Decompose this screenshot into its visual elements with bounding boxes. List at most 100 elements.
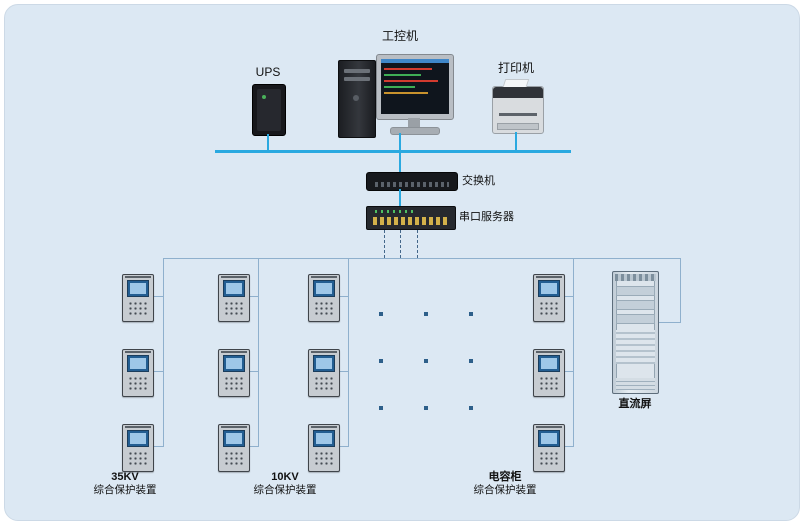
device-screen xyxy=(313,280,335,297)
switch-ports xyxy=(375,182,449,187)
group-capacitor-desc: 综合保护装置 xyxy=(473,484,537,496)
switch-label: 交换机 xyxy=(462,175,495,187)
device-stub xyxy=(248,296,258,297)
power-button-icon xyxy=(353,95,359,101)
device-screen xyxy=(127,280,149,297)
group-35kv-desc: 综合保护装置 xyxy=(93,484,157,496)
device-screen xyxy=(538,355,560,372)
device-screen xyxy=(127,355,149,372)
column-bus-10kv-a xyxy=(258,258,259,447)
ups-unit xyxy=(252,84,286,136)
device-keypad xyxy=(538,450,560,467)
device-keypad xyxy=(313,300,335,317)
device-screen xyxy=(223,430,245,447)
serial-server-label: 串口服务器 xyxy=(459,211,514,223)
device-stub xyxy=(563,371,573,372)
cabinet-meter-row xyxy=(616,286,655,296)
ups-front-panel xyxy=(257,89,281,131)
group-10kv-desc: 综合保护装置 xyxy=(253,484,317,496)
device-stub xyxy=(338,446,348,447)
column-bus-capacitor xyxy=(573,258,574,447)
cabinet-indicator-row xyxy=(615,274,656,281)
cabinet-meter-row xyxy=(616,300,655,310)
ellipsis-dot xyxy=(469,312,473,316)
printer-tray xyxy=(497,123,539,130)
ethernet-switch xyxy=(366,172,458,191)
printer-lid xyxy=(493,87,543,98)
device-keypad xyxy=(223,300,245,317)
ellipsis-dot xyxy=(469,406,473,410)
protection-device xyxy=(122,349,154,397)
device-screen xyxy=(313,430,335,447)
protection-device xyxy=(218,424,250,472)
device-keypad xyxy=(127,450,149,467)
printer-output-slot xyxy=(499,113,537,116)
server-leds xyxy=(375,210,415,213)
drive-bay xyxy=(344,77,370,81)
protection-device xyxy=(122,274,154,322)
dc-panel-stub-line xyxy=(657,322,681,323)
switch-to-server-line xyxy=(399,189,401,206)
device-screen xyxy=(538,280,560,297)
device-stub xyxy=(152,371,163,372)
device-stub xyxy=(152,446,163,447)
monitor-base xyxy=(390,127,440,135)
protection-device xyxy=(218,349,250,397)
dashed-link-line xyxy=(417,230,418,258)
device-screen xyxy=(313,355,335,372)
screen-data-line xyxy=(384,86,415,88)
device-stub xyxy=(152,296,163,297)
device-stub xyxy=(338,296,348,297)
screen-data-line xyxy=(384,74,422,76)
distribution-line xyxy=(163,258,681,259)
screen-data-line xyxy=(384,68,432,70)
ups-drop-line xyxy=(267,134,269,151)
device-keypad xyxy=(538,300,560,317)
ellipsis-dot xyxy=(424,359,428,363)
ellipsis-dot xyxy=(424,312,428,316)
server-ports xyxy=(373,217,449,225)
serial-server xyxy=(366,206,456,230)
cabinet-terminal-grid xyxy=(616,330,655,364)
cabinet-meter-row xyxy=(616,314,655,324)
ellipsis-dot xyxy=(469,359,473,363)
screen-data-line xyxy=(384,92,429,94)
device-keypad xyxy=(313,375,335,392)
protection-device xyxy=(308,349,340,397)
dashed-link-line xyxy=(400,230,401,258)
device-keypad xyxy=(223,375,245,392)
ups-label: UPS xyxy=(255,65,281,79)
column-bus-10kv-b xyxy=(348,258,349,447)
device-keypad xyxy=(538,375,560,392)
group-capacitor-name: 电容柜 xyxy=(488,471,522,483)
printer xyxy=(492,79,544,134)
device-keypad xyxy=(127,375,149,392)
protection-device xyxy=(533,274,565,322)
protection-device xyxy=(533,349,565,397)
device-stub xyxy=(338,371,348,372)
device-screen xyxy=(223,280,245,297)
cabinet-vent xyxy=(616,378,655,390)
printer-label: 打印机 xyxy=(497,61,534,75)
device-stub xyxy=(248,446,258,447)
screen-data-line xyxy=(384,80,439,82)
ups-status-led xyxy=(262,95,266,99)
ellipsis-dot xyxy=(379,406,383,410)
dc-panel-riser-line xyxy=(680,258,681,322)
monitor-stand xyxy=(408,118,420,127)
device-stub xyxy=(248,371,258,372)
ellipsis-dot xyxy=(379,359,383,363)
printer-drop-line xyxy=(515,132,517,151)
ellipsis-dot xyxy=(379,312,383,316)
bus-to-switch-line xyxy=(399,153,401,173)
group-10kv-name: 10KV xyxy=(271,471,299,483)
device-screen xyxy=(223,355,245,372)
device-keypad xyxy=(313,450,335,467)
ellipsis-dot xyxy=(424,406,428,410)
computer-drop-line xyxy=(399,133,401,151)
protection-device xyxy=(122,424,154,472)
dashed-link-line xyxy=(384,230,385,258)
protection-device xyxy=(533,424,565,472)
device-keypad xyxy=(223,450,245,467)
